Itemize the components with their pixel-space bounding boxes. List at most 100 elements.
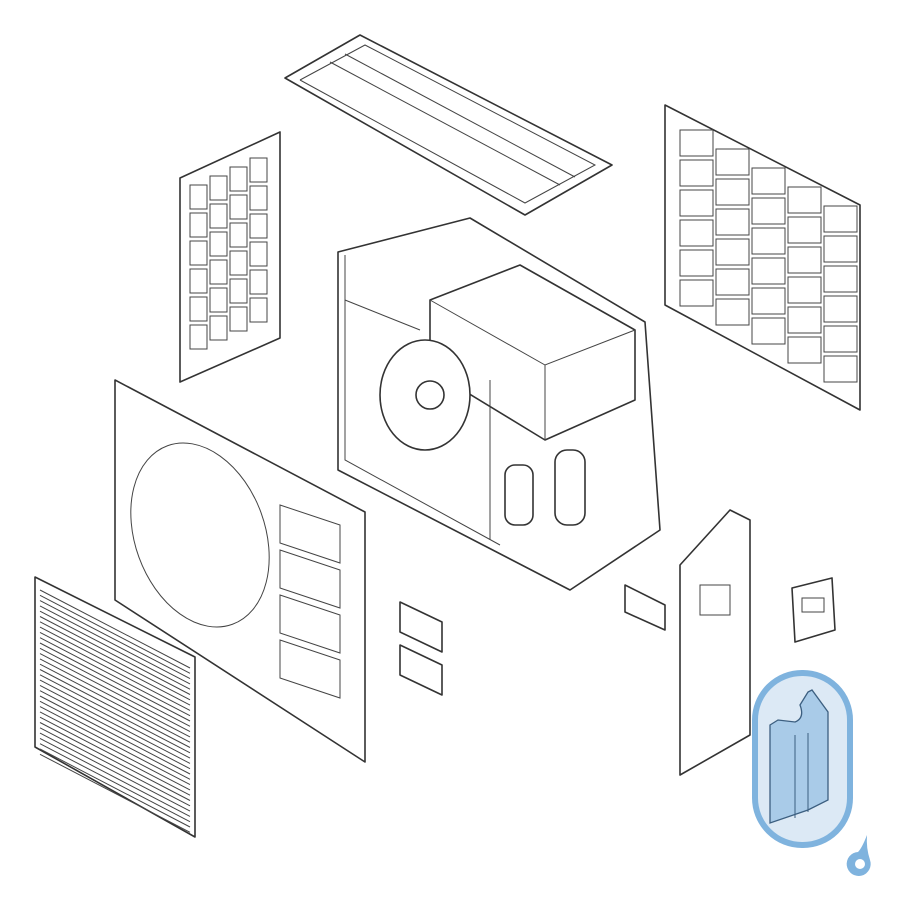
handle-bracket[interactable] <box>791 577 836 643</box>
grille-cell <box>209 287 228 313</box>
grille-cell <box>679 129 714 157</box>
grille-cell <box>209 175 228 201</box>
droplet-logo-icon <box>846 835 871 876</box>
grille-cell <box>751 287 786 315</box>
grille-slat <box>39 642 191 722</box>
grille-slat <box>39 748 191 828</box>
small-vent-upper[interactable] <box>399 601 443 653</box>
grille-slat <box>39 589 191 669</box>
grille-slat <box>39 711 191 791</box>
grille-cell <box>249 269 268 295</box>
grille-slat <box>39 674 191 754</box>
grille-slat <box>39 605 191 685</box>
grille-cell <box>189 268 208 294</box>
grille-cell <box>189 240 208 266</box>
grille-cell <box>823 295 858 323</box>
main-unit[interactable] <box>337 217 661 591</box>
grille-cell <box>715 268 750 296</box>
grille-slat <box>39 743 191 823</box>
grille-slat <box>39 631 191 711</box>
grille-cell <box>679 159 714 187</box>
front-panel-vent <box>279 639 341 699</box>
grille-cell <box>679 279 714 307</box>
grille-cell <box>787 306 822 334</box>
front-panel-vent <box>279 504 341 564</box>
grille-slat <box>39 658 191 738</box>
grille-cell <box>229 166 248 192</box>
front-panel-vent <box>279 549 341 609</box>
grille-cell <box>229 306 248 332</box>
small-vent-lower[interactable] <box>399 644 443 696</box>
terminal-grille[interactable] <box>624 584 666 631</box>
grille-cell <box>823 325 858 353</box>
grille-cell <box>751 317 786 345</box>
grille-cell <box>249 157 268 183</box>
grille-cell <box>787 246 822 274</box>
grille-cell <box>751 167 786 195</box>
grille-cell <box>715 208 750 236</box>
grille-cell <box>229 222 248 248</box>
grille-cell <box>189 296 208 322</box>
grille-slat <box>39 684 191 764</box>
valve-cover-highlighted[interactable] <box>752 670 853 848</box>
grille-cell <box>823 235 858 263</box>
grille-slat <box>39 626 191 706</box>
grille-slat <box>39 695 191 775</box>
rear-grille[interactable] <box>664 104 861 411</box>
grille-cell <box>679 219 714 247</box>
grille-cell <box>229 194 248 220</box>
left-side-grille[interactable] <box>179 131 281 383</box>
grille-cell <box>249 241 268 267</box>
grille-cell <box>209 259 228 285</box>
grille-slat <box>39 716 191 796</box>
grille-slat <box>39 663 191 743</box>
grille-slat <box>39 610 191 690</box>
grille-cell <box>189 212 208 238</box>
grille-cell <box>249 297 268 323</box>
grille-slat <box>39 647 191 727</box>
front-panel[interactable] <box>106 379 366 763</box>
grille-cell <box>189 184 208 210</box>
grille-cell <box>751 197 786 225</box>
grille-cell <box>209 203 228 229</box>
grille-slat <box>39 616 191 695</box>
grille-cell <box>751 257 786 285</box>
grille-slat <box>39 753 191 833</box>
grille-slat <box>39 600 191 680</box>
grille-cell <box>249 213 268 239</box>
grille-cell <box>751 227 786 255</box>
grille-slat <box>39 722 191 801</box>
grille-cell <box>679 249 714 277</box>
grille-cell <box>715 148 750 176</box>
right-side-panel[interactable] <box>679 509 751 776</box>
grille-cell <box>249 185 268 211</box>
grille-cell <box>787 186 822 214</box>
grille-slat <box>39 700 191 780</box>
grille-slat <box>39 594 191 674</box>
grille-cell <box>189 324 208 350</box>
grille-slat <box>39 737 191 817</box>
grille-slat <box>39 653 191 733</box>
grille-slat <box>39 679 191 759</box>
grille-slat <box>39 669 191 748</box>
grille-cell <box>787 276 822 304</box>
front-grille[interactable] <box>34 576 196 838</box>
grille-cell <box>715 298 750 326</box>
grille-cell <box>823 265 858 293</box>
grille-cell <box>679 189 714 217</box>
grille-cell <box>229 250 248 276</box>
grille-cell <box>823 355 858 383</box>
grille-cell <box>787 216 822 244</box>
grille-cell <box>823 205 858 233</box>
grille-cell <box>715 238 750 266</box>
grille-slat <box>39 706 191 786</box>
grille-cell <box>229 278 248 304</box>
grille-slat <box>39 621 191 701</box>
top-cover[interactable] <box>284 34 613 216</box>
grille-slat <box>39 732 191 812</box>
grille-cell <box>715 178 750 206</box>
grille-cell <box>209 231 228 257</box>
grille-slat <box>39 727 191 807</box>
grille-cell <box>787 336 822 364</box>
